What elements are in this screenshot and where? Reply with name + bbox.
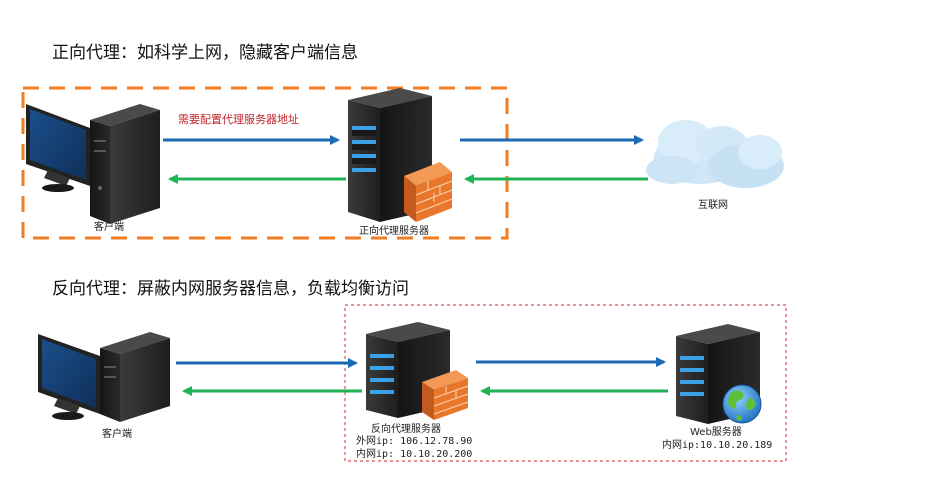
forward-proxy-boundary — [21, 86, 509, 240]
firewall-icon — [422, 370, 469, 420]
reverse-proxy-internal-ip: 内网ip: 10.10.20.200 — [356, 449, 473, 460]
forward-proxy-title: 正向代理：如科学上网，隐藏客户端信息 — [52, 43, 358, 63]
web-server-internal-ip: 内网ip:10.10.20.189 — [662, 440, 773, 451]
reverse-proxy-title: 反向代理：屏蔽内网服务器信息，负载均衡访问 — [52, 279, 409, 299]
reverse-proxy-boundary — [344, 304, 787, 462]
forward-proxy-label: 正向代理服务器 — [359, 226, 429, 237]
desktop-computer-icon — [38, 332, 170, 422]
firewall-icon — [404, 162, 453, 222]
globe-icon — [722, 384, 762, 424]
proxy-config-note: 需要配置代理服务器地址 — [178, 113, 299, 126]
forward-client-label: 客户端 — [94, 222, 124, 233]
internet-label: 互联网 — [698, 200, 728, 211]
cloud-icon — [646, 120, 784, 188]
reverse-proxy-label: 反向代理服务器 — [371, 424, 441, 435]
web-server-label: Web服务器 — [690, 427, 742, 438]
desktop-computer-icon — [26, 104, 160, 224]
server-led — [352, 126, 376, 130]
reverse-proxy-external-ip: 外网ip: 106.12.78.90 — [356, 436, 473, 447]
reverse-client-label: 客户端 — [102, 429, 132, 440]
